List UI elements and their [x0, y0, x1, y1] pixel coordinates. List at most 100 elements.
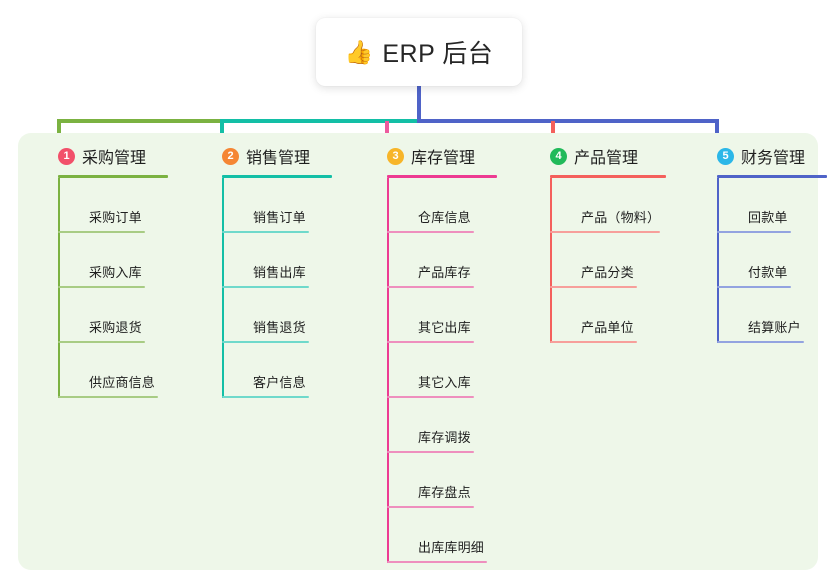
- leaf-node-underline: [717, 231, 791, 233]
- leaf-node-label: 库存调拨: [418, 430, 471, 445]
- leaf-node-underline: [222, 286, 309, 288]
- branch-children-4: 产品（物料） 产品分类产品单位: [528, 178, 666, 343]
- leaf-node-label: 采购入库: [89, 265, 142, 280]
- leaf-node[interactable]: 付款单: [717, 233, 827, 288]
- leaf-node[interactable]: 回款单: [717, 178, 827, 233]
- leaf-node[interactable]: 仓库信息: [387, 178, 497, 233]
- leaf-node[interactable]: 其它出库: [387, 288, 497, 343]
- leaf-node-underline: [387, 286, 474, 288]
- content-panel: [18, 133, 818, 570]
- branch-title-5: 财务管理: [741, 150, 806, 167]
- leaf-node-underline: [58, 396, 158, 398]
- branch-column-2: 2 销售管理销售订单销售出库销售退货客户信息: [200, 143, 332, 398]
- leaf-node-underline: [58, 341, 145, 343]
- leaf-node-underline: [550, 231, 660, 233]
- branch-underline-4: [550, 175, 666, 178]
- leaf-node-underline: [387, 506, 474, 508]
- leaf-node-label: 供应商信息: [89, 375, 156, 390]
- leaf-node-underline: [387, 561, 487, 563]
- leaf-node[interactable]: 采购退货: [58, 288, 168, 343]
- leaf-node-underline: [58, 286, 145, 288]
- branch-badge-icon-3: 3: [387, 147, 404, 165]
- leaf-node[interactable]: 出库库明细: [387, 508, 497, 563]
- leaf-node-underline: [550, 286, 637, 288]
- branch-badge-icon-2: 2: [222, 147, 239, 165]
- leaf-node[interactable]: 结算账户: [717, 288, 827, 343]
- leaf-node[interactable]: 产品单位: [550, 288, 666, 343]
- leaf-node-underline: [717, 341, 804, 343]
- branch-header-1[interactable]: 1 采购管理: [36, 143, 168, 169]
- branch-title-3: 库存管理: [411, 150, 476, 167]
- branch-spine-4: [550, 178, 552, 343]
- branch-spine-1: [58, 178, 60, 398]
- leaf-node[interactable]: 客户信息: [222, 343, 332, 398]
- branch-children-1: 采购订单采购入库采购退货供应商信息: [36, 178, 168, 398]
- leaf-node[interactable]: 库存调拨: [387, 398, 497, 453]
- leaf-node-label: 回款单: [748, 210, 788, 225]
- branch-spine-3: [387, 178, 389, 563]
- branch-column-1: 1 采购管理采购订单采购入库采购退货供应商信息: [36, 143, 168, 398]
- leaf-node-label: 销售退货: [253, 320, 306, 335]
- branch-badge-icon-5: 5: [717, 147, 734, 165]
- leaf-node-underline: [222, 341, 309, 343]
- branch-title-1: 采购管理: [82, 150, 147, 167]
- branch-title-2: 销售管理: [246, 150, 311, 167]
- leaf-node-underline: [387, 396, 474, 398]
- leaf-node-underline: [387, 231, 474, 233]
- root-node-card[interactable]: 👍 ERP 后台: [316, 18, 522, 86]
- leaf-node-label: 采购订单: [89, 210, 142, 225]
- branch-underline-1: [58, 175, 168, 178]
- branch-column-5: 5 财务管理回款单付款单结算账户: [695, 143, 827, 343]
- leaf-node-label: 客户信息: [253, 375, 306, 390]
- leaf-node[interactable]: 库存盘点: [387, 453, 497, 508]
- leaf-node-label: 其它入库: [418, 375, 471, 390]
- branch-underline-2: [222, 175, 332, 178]
- leaf-node-label: 结算账户: [748, 320, 801, 335]
- leaf-node[interactable]: 销售退货: [222, 288, 332, 343]
- leaf-node-label: 库存盘点: [418, 485, 471, 500]
- branch-children-5: 回款单付款单结算账户: [695, 178, 827, 343]
- branch-underline-5: [717, 175, 827, 178]
- branch-badge-icon-4: 4: [550, 147, 567, 165]
- leaf-node-label: 销售订单: [253, 210, 306, 225]
- branch-title-4: 产品管理: [574, 150, 639, 167]
- leaf-node-label: 产品库存: [418, 265, 471, 280]
- thumbs-up-icon: 👍: [344, 38, 374, 65]
- leaf-node-underline: [550, 341, 637, 343]
- leaf-node[interactable]: 采购订单: [58, 178, 168, 233]
- branch-header-4[interactable]: 4 产品管理: [528, 143, 666, 169]
- leaf-node-underline: [222, 231, 309, 233]
- leaf-node-label: 产品分类: [581, 265, 634, 280]
- branch-header-2[interactable]: 2 销售管理: [200, 143, 332, 169]
- leaf-node-label: 采购退货: [89, 320, 142, 335]
- leaf-node[interactable]: 产品库存: [387, 233, 497, 288]
- leaf-node-label: 产品（物料）: [581, 210, 661, 225]
- branch-column-3: 3 库存管理仓库信息产品库存其它出库其它入库库存调拨库存盘点出库库明细: [365, 143, 497, 563]
- branch-header-3[interactable]: 3 库存管理: [365, 143, 497, 169]
- leaf-node[interactable]: 销售出库: [222, 233, 332, 288]
- leaf-node[interactable]: 供应商信息: [58, 343, 168, 398]
- leaf-node[interactable]: 采购入库: [58, 233, 168, 288]
- leaf-node-underline: [222, 396, 309, 398]
- branch-children-2: 销售订单销售出库销售退货客户信息: [200, 178, 332, 398]
- leaf-node[interactable]: 产品（物料）: [550, 178, 666, 233]
- leaf-node[interactable]: 销售订单: [222, 178, 332, 233]
- leaf-node-label: 付款单: [748, 265, 788, 280]
- branch-underline-3: [387, 175, 497, 178]
- branch-column-4: 4 产品管理产品（物料） 产品分类产品单位: [528, 143, 666, 343]
- root-node-title: ERP 后台: [382, 40, 494, 68]
- branch-badge-icon-1: 1: [58, 147, 75, 165]
- leaf-node-underline: [387, 451, 474, 453]
- leaf-node-underline: [717, 286, 791, 288]
- leaf-node-underline: [58, 231, 145, 233]
- branch-spine-2: [222, 178, 224, 398]
- leaf-node-label: 仓库信息: [418, 210, 471, 225]
- leaf-node-label: 产品单位: [581, 320, 634, 335]
- branch-children-3: 仓库信息产品库存其它出库其它入库库存调拨库存盘点出库库明细: [365, 178, 497, 563]
- leaf-node[interactable]: 其它入库: [387, 343, 497, 398]
- leaf-node[interactable]: 产品分类: [550, 233, 666, 288]
- branch-header-5[interactable]: 5 财务管理: [695, 143, 827, 169]
- leaf-node-label: 出库库明细: [418, 540, 485, 555]
- leaf-node-label: 其它出库: [418, 320, 471, 335]
